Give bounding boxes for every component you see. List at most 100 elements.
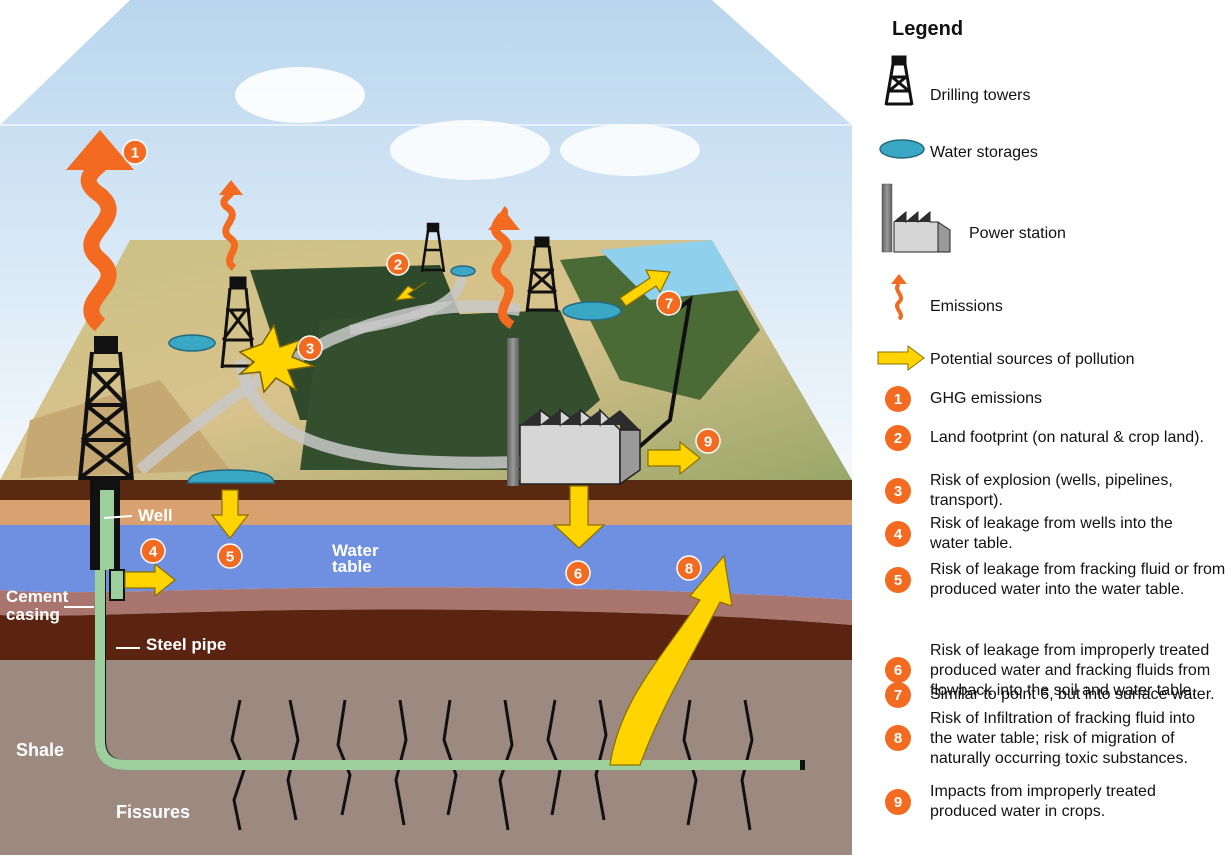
legend-item-text-6: Risk of leakage from improperly treated p… (930, 641, 1230, 701)
emission-icon-1 (80, 152, 117, 332)
underground (0, 480, 852, 855)
legend-item-text-7: Similar to point 6, but into surface wat… (930, 685, 1230, 705)
label-fissures: Fissures (116, 802, 190, 822)
legend-item-text-9: Impacts from improperly treated produced … (930, 782, 1230, 822)
pollution-arrows (124, 269, 733, 766)
land-surface (0, 240, 852, 480)
water-storage-icon (879, 139, 925, 159)
legend-item-line: Risk of leakage from fracking fluid or f… (930, 561, 1226, 578)
legend-item-line: Land footprint (on natural & crop land). (930, 429, 1204, 446)
svg-text:6: 6 (574, 566, 582, 583)
legend-item-text-3: Risk of explosion (wells, pipelines, tran… (930, 471, 1230, 511)
pollution-arrow-2 (394, 281, 427, 301)
legend-item-line: naturally occurring toxic substances. (930, 750, 1188, 767)
fracking-diagram: 1 2 3 4 5 6 7 8 9 Well Water table Cemen… (0, 0, 852, 855)
power-station (507, 338, 641, 486)
pollution-arrow-9 (647, 440, 701, 476)
drilling-tower-icon (884, 55, 914, 106)
legend-item-line: produced water and fracking fluids from (930, 662, 1211, 679)
label-cement-2: casing (6, 605, 60, 624)
marker-2: 2 (386, 252, 410, 276)
pollution-arrow-8 (609, 554, 733, 766)
legend-item-line: water table. (930, 535, 1013, 552)
number-badge-5: 5 (885, 567, 911, 593)
svg-text:2: 2 (394, 257, 402, 274)
legend-item-line: produced water in crops. (930, 803, 1106, 820)
number-badge-7: 7 (885, 682, 911, 708)
pollution-arrow-icon (877, 345, 925, 371)
diagram-svg: 1 2 3 4 5 6 7 8 9 Well Water table Cemen… (0, 0, 852, 855)
number-badge-9: 9 (885, 789, 911, 815)
number-badge-3: 3 (885, 478, 911, 504)
label-well: Well (138, 506, 173, 525)
legend-item-text-5: Risk of leakage from fracking fluid or f… (930, 560, 1230, 600)
legend-power-station: Power station (969, 225, 1066, 242)
emissions-icon (891, 274, 907, 320)
well-pipe (64, 480, 805, 770)
pollution-arrow-7 (619, 269, 671, 307)
legend-item-line: produced water into the water table. (930, 581, 1185, 598)
svg-text:1: 1 (131, 145, 139, 162)
legend-item-line: Similar to point 6, but into surface wat… (930, 686, 1215, 703)
marker-7: 7 (656, 290, 682, 316)
legend-water-storages: Water storages (930, 144, 1038, 161)
power-station-icon (881, 183, 951, 253)
legend-item-line: transport). (930, 492, 1003, 509)
legend-pollution-sources: Potential sources of pollution (930, 351, 1135, 368)
legend-item-line: flowback into the soil and water table. (930, 682, 1196, 699)
pollution-arrow-5 (210, 489, 250, 539)
number-badge-1: 1 (885, 386, 911, 412)
marker-9: 9 (695, 428, 721, 454)
legend-item-line: Risk of leakage from improperly treated (930, 642, 1210, 659)
label-water-2: table (332, 557, 372, 576)
emission-icon-2 (220, 189, 238, 271)
legend-item-line: Risk of Infiltration of fracking fluid i… (930, 710, 1196, 727)
number-badge-2: 2 (885, 425, 911, 451)
water-storages (168, 265, 622, 484)
svg-text:8: 8 (685, 561, 693, 578)
pollution-arrow-6 (552, 485, 606, 549)
number-badge-4: 4 (885, 521, 911, 547)
legend-item-text-8: Risk of Infiltration of fracking fluid i… (930, 709, 1230, 769)
marker-8: 8 (676, 555, 702, 581)
legend-item-text-4: Risk of leakage from wells into the water… (930, 514, 1230, 554)
svg-text:3: 3 (306, 341, 314, 358)
drilling-tower-3 (525, 236, 559, 313)
legend-item-line: Risk of leakage from wells into the (930, 515, 1173, 532)
marker-1: 1 (122, 139, 148, 165)
legend-item-text-1: GHG emissions (930, 389, 1230, 409)
legend-title: Legend (892, 18, 964, 40)
drilling-tower-2 (220, 276, 256, 369)
pollution-arrow-4 (124, 562, 176, 598)
legend-drilling-towers: Drilling towers (930, 87, 1031, 104)
emission-arrowhead-3 (488, 210, 520, 230)
legend-item-line: GHG emissions (930, 390, 1043, 407)
legend-item-line: the water table; risk of migration of (930, 730, 1175, 747)
svg-text:7: 7 (665, 296, 673, 313)
number-badge-8: 8 (885, 725, 911, 751)
label-steel-pipe: Steel pipe (146, 635, 226, 654)
marker-4: 4 (140, 538, 166, 564)
number-badge-6: 6 (885, 657, 911, 683)
marker-3: 3 (297, 335, 323, 361)
drilling-tower-main (78, 336, 134, 481)
label-water-1: Water (332, 541, 379, 560)
svg-text:5: 5 (226, 549, 234, 566)
drilling-tower-4 (420, 222, 446, 273)
label-cement-1: Cement (6, 587, 69, 606)
legend-item-line: Risk of explosion (wells, pipelines, (930, 472, 1173, 489)
svg-text:4: 4 (149, 544, 158, 561)
emission-arrowhead-1 (66, 130, 134, 170)
marker-6: 6 (565, 560, 591, 586)
marker-5: 5 (217, 543, 243, 569)
emission-arrowhead-2 (219, 180, 243, 195)
diagram-markers: 1 2 3 4 5 6 7 8 9 (122, 139, 721, 586)
legend: Legend Drilling towers Water storages Po… (852, 0, 1232, 855)
legend-item-line: Impacts from improperly treated (930, 783, 1156, 800)
svg-text:9: 9 (704, 434, 712, 451)
legend-emissions: Emissions (930, 298, 1003, 315)
explosion-icon (237, 323, 317, 394)
legend-item-text-2: Land footprint (on natural & crop land). (930, 428, 1230, 448)
layer-labels: Well Water table Cement casing Steel pip… (6, 506, 379, 822)
label-shale: Shale (16, 740, 64, 760)
